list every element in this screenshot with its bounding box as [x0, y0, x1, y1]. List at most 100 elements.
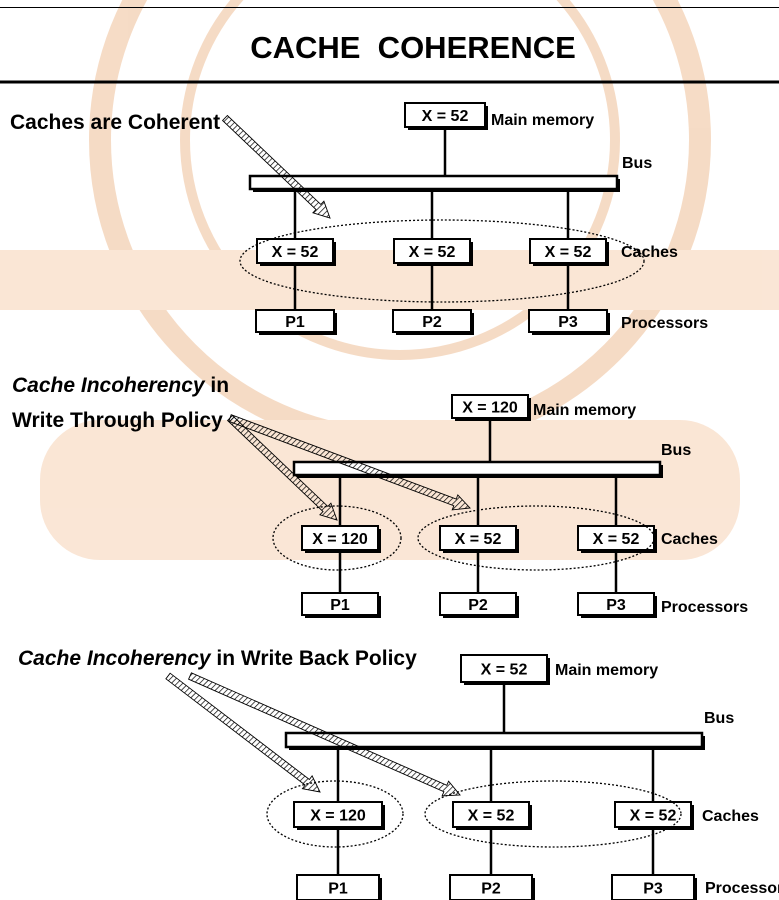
caption-segment: Write Through Policy [12, 409, 223, 432]
pointer-arrow-body [221, 114, 331, 219]
main-memory-label: Main memory [491, 112, 594, 129]
caption-3: Cache Incoherency in Write Back Policy [18, 647, 417, 670]
cache-box-p2-label: X = 52 [468, 807, 515, 824]
caption-segment: Caches are Coherent [10, 111, 220, 134]
caption-segment: Cache Incoherency [18, 647, 212, 670]
main-memory-box-frame [460, 654, 548, 683]
processor-box-p3: P3 [577, 592, 657, 618]
processor-box-p2-label: P2 [468, 597, 488, 614]
cache-box-p1-frame [256, 238, 334, 264]
processors-label: Processors [661, 599, 748, 616]
pointer-arrow [228, 414, 471, 511]
cache-box-p3-label: X = 52 [593, 531, 640, 548]
cache-box-p1-frame [301, 525, 379, 551]
processor-box-p2-label: P2 [422, 314, 442, 331]
processors-label: Processors [705, 880, 779, 897]
cache-box-p2-frame [439, 525, 517, 551]
processor-box-p2-frame [439, 592, 517, 616]
caption-segment: in Write Back Policy [211, 647, 418, 670]
processor-box-p2-frame [449, 874, 533, 900]
diagram-2: Cache Incoherency in Write Through Policy… [12, 374, 748, 618]
processor-box-p1-frame [255, 309, 335, 333]
cache-group-ellipse [424, 780, 682, 848]
processor-box-p3-label: P3 [606, 597, 626, 614]
diagram-3: Cache Incoherency in Write Back PolicyBu… [18, 647, 779, 900]
caption-segment: Cache Incoherency [12, 374, 206, 397]
main-memory-label: Main memory [555, 662, 658, 679]
processor-box-p3: P3 [611, 874, 697, 900]
main-memory-label: Main memory [533, 402, 636, 419]
processor-box-p3: P3 [528, 309, 610, 335]
processor-box-p2-frame [392, 309, 472, 333]
watermark-base [40, 420, 740, 560]
caches-label: Caches [661, 531, 718, 548]
processor-box-p1-label: P1 [330, 597, 350, 614]
processor-box-p1: P1 [255, 309, 337, 335]
caches-label: Caches [702, 808, 759, 825]
processor-box-p3-label: P3 [643, 880, 663, 897]
cache-box-p2-label: X = 52 [409, 244, 456, 261]
pointer-arrow-body [188, 672, 461, 797]
pointer-arrow [221, 114, 331, 219]
pointer-arrow-body [165, 672, 321, 793]
caption-2-line-2: Write Through Policy [12, 409, 223, 432]
cache-box-p3: X = 52 [529, 238, 609, 266]
cache-box-p3: X = 52 [614, 801, 694, 830]
processors-label: Processors [621, 315, 708, 332]
cache-box-p1-frame [293, 801, 383, 828]
processor-box-p1-label: P1 [285, 314, 305, 331]
bus-bar [248, 174, 619, 191]
pointer-arrow [165, 672, 321, 793]
cache-box-p1: X = 120 [293, 801, 385, 830]
processor-box-p3-label: P3 [558, 314, 578, 331]
cache-box-p3-label: X = 52 [545, 244, 592, 261]
cache-box-p3-frame [614, 801, 692, 828]
main-memory-box: X = 52 [404, 102, 488, 130]
main-memory-box: X = 52 [460, 654, 550, 685]
pointer-arrow [188, 672, 461, 797]
cache-group-ellipse [266, 780, 404, 848]
cache-box-p3: X = 52 [577, 525, 657, 553]
cache-box-p2-frame [393, 238, 471, 264]
watermark-ring-outer [89, 0, 711, 451]
caches-label: Caches [621, 244, 678, 261]
cache-box-p2-frame [452, 801, 530, 828]
processor-box-p3-frame [611, 874, 695, 900]
cache-box-p2-label: X = 52 [455, 531, 502, 548]
cache-box-p2: X = 52 [452, 801, 532, 830]
processor-box-p1: P1 [301, 592, 381, 618]
main-memory-box: X = 120 [451, 394, 531, 421]
caption-2-line-1: Cache Incoherency in [12, 374, 229, 397]
processor-box-p1-frame [296, 874, 380, 900]
bus-label: Bus [661, 442, 691, 459]
processor-box-p1-frame [301, 592, 379, 616]
cache-box-p3-label: X = 52 [630, 807, 677, 824]
pointer-arrow-body [228, 414, 471, 511]
main-memory-box-frame [404, 102, 486, 128]
cache-box-p2: X = 52 [439, 525, 519, 553]
processor-box-p2: P2 [439, 592, 519, 618]
pointer-arrow [226, 414, 338, 521]
page-title: CACHE COHERENCE [250, 30, 576, 65]
cache-group-ellipse [272, 505, 402, 571]
processor-box-p1-label: P1 [328, 880, 348, 897]
cache-group-ellipse [417, 505, 655, 571]
bus-label: Bus [704, 710, 734, 727]
main-memory-box-frame [451, 394, 529, 419]
cache-box-p2: X = 52 [393, 238, 473, 266]
caption-1: Caches are Coherent [10, 111, 220, 134]
cache-box-p1-label: X = 120 [312, 531, 368, 548]
processor-box-p2: P2 [449, 874, 535, 900]
pointer-arrow-body [226, 414, 338, 521]
cache-box-p1: X = 120 [301, 525, 381, 553]
processor-box-p2-label: P2 [481, 880, 501, 897]
main-memory-box-label: X = 52 [481, 661, 528, 678]
caption-2: Cache Incoherency in Write Through Policy [12, 374, 229, 432]
processor-box-p1: P1 [296, 874, 382, 900]
cache-box-p1-label: X = 52 [272, 244, 319, 261]
caption-1-line-1: Caches are Coherent [10, 111, 220, 134]
cache-box-p1: X = 52 [256, 238, 336, 266]
caption-3-line-1: Cache Incoherency in Write Back Policy [18, 647, 417, 670]
